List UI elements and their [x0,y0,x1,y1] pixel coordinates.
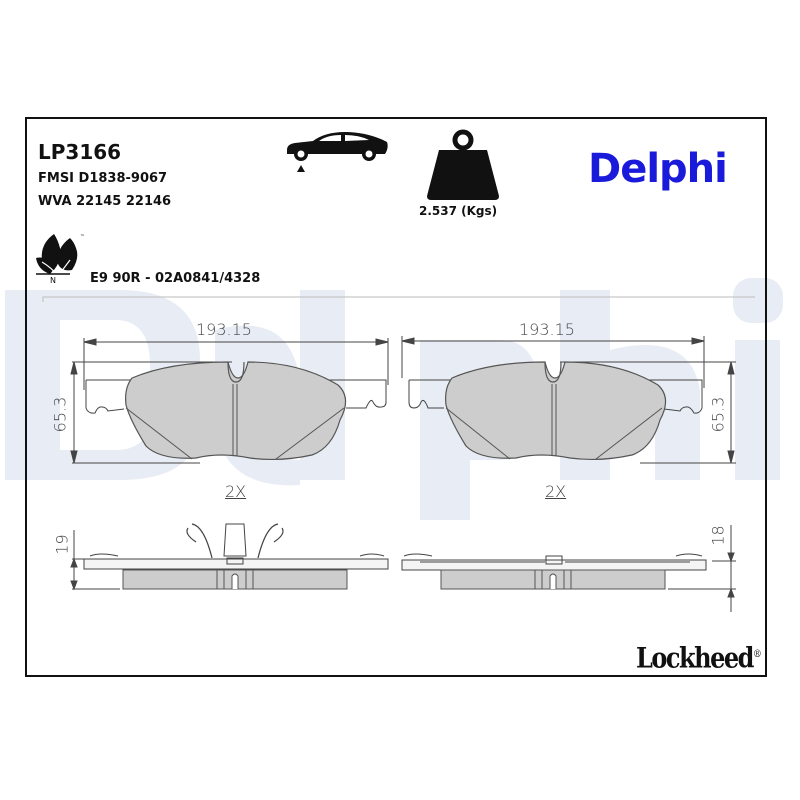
lockheed-logo: Lockheed® [636,640,762,675]
delphi-logo: Delphi [588,146,728,192]
quantity-left: 2X [225,482,247,501]
fmsi-code: FMSI D1838-9067 [38,171,168,186]
part-number: LP3166 [38,140,122,164]
weight-icon [427,129,499,200]
drawing-frame [25,117,767,677]
svg-text:N: N [50,276,56,285]
quantity-right: 2X [545,482,567,501]
thickness-dimension-right: 18 [708,525,728,546]
car-front-axle-icon [287,132,388,172]
weight-label: 2.537 (Kgs) [419,204,498,218]
width-dimension-right: 193.15 [519,320,575,339]
approval-number: E9 90R - 02A0841/4328 [90,271,261,286]
wva-codes: WVA 22145 22146 [38,194,172,209]
leaf-eco-icon: ™ N [36,234,85,285]
svg-text:™: ™ [80,234,85,240]
width-dimension-left: 193.15 [196,320,252,339]
